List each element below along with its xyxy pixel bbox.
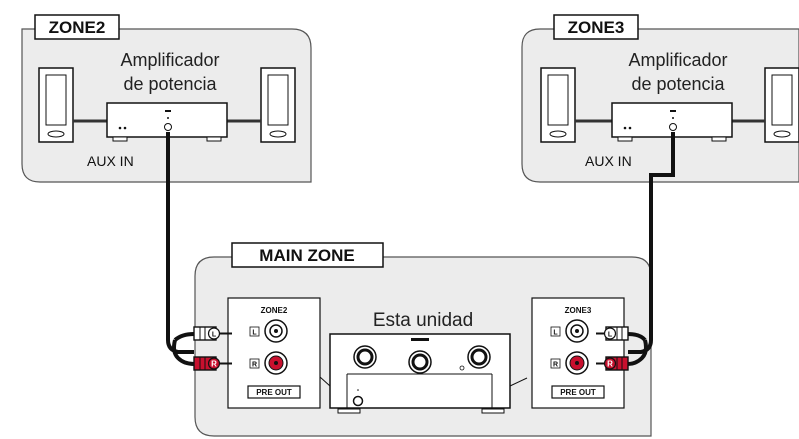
- zone3-speaker-right: [764, 67, 799, 143]
- main-zone-title: MAIN ZONE: [259, 246, 354, 265]
- zone3-speaker-left: [540, 67, 576, 143]
- zone2-l-label: L: [252, 329, 257, 336]
- zone2-speaker-left: [38, 67, 74, 143]
- zone2-title: ZONE2: [49, 18, 106, 37]
- zone2-l-plug-label: L: [212, 332, 217, 339]
- zone3-l-plug-label: L: [608, 332, 613, 339]
- zone2-r-plug-label: R: [211, 360, 217, 369]
- zone3-title: ZONE3: [568, 18, 625, 37]
- zone2-title-box: [34, 14, 120, 40]
- zone3-l-plug-icon: L: [596, 326, 629, 341]
- zone3-panel-title: ZONE3: [565, 306, 592, 315]
- zone2-amp-label-line1: Amplificador: [120, 50, 219, 70]
- zone2-box: ZONE2 Amplificador de potencia: [21, 14, 312, 183]
- zone3-aux-in-label: AUX IN: [585, 153, 632, 169]
- zone3-r-plug-icon: R: [596, 356, 629, 371]
- zone2-pre-out-panel: ZONE2 L R PRE OUT: [227, 297, 321, 409]
- unit-label: Esta unidad: [373, 310, 473, 331]
- zone3-box: ZONE3 Amplificador de potencia AUX IN: [521, 14, 799, 183]
- main-zone-title-box: [231, 242, 384, 268]
- zone3-r-label: R: [553, 361, 558, 368]
- zone2-amp-label-line2: de potencia: [123, 74, 217, 94]
- main-zone-box: MAIN ZONE Esta unidad: [194, 242, 652, 437]
- zone2-r-plug-icon: R: [193, 356, 232, 371]
- cable-zone3: L R: [596, 132, 675, 371]
- zone3-amp-label-line2: de potencia: [631, 74, 725, 94]
- receiver-unit: [329, 333, 511, 414]
- zone2-panel-title: ZONE2: [261, 306, 288, 315]
- zone2-r-label: R: [252, 361, 257, 368]
- cable-zone2: L R: [166, 132, 232, 371]
- zone3-amp-label-line1: Amplificador: [628, 50, 727, 70]
- zone3-pre-out-panel: ZONE3 L R PRE OUT: [531, 297, 625, 409]
- zone3-l-label: L: [553, 329, 558, 336]
- zone3-r-plug-label: R: [607, 360, 613, 369]
- zone2-speaker-right: [260, 67, 296, 143]
- zone2-pre-out-label: PRE OUT: [256, 388, 292, 397]
- zone2-aux-in-label: AUX IN: [87, 153, 134, 169]
- zone3-title-box: [553, 14, 639, 40]
- zone3-pre-out-label: PRE OUT: [560, 388, 596, 397]
- zone2-l-plug-icon: L: [193, 326, 232, 341]
